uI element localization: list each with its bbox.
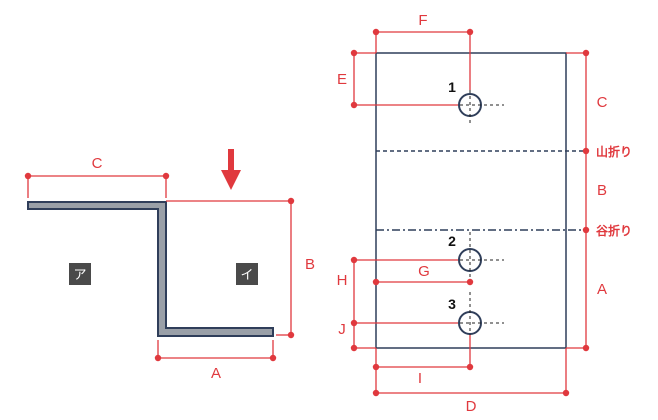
dim-label-g: G (418, 263, 430, 280)
dimension-i: I (372, 335, 474, 393)
dimension-b-left: B (166, 197, 315, 339)
hole-label-1: 1 (448, 79, 456, 95)
dimension-d: D (372, 348, 570, 415)
z-section-profile (27, 201, 274, 337)
dimension-right-chain: C B A 山折り 谷折り (566, 49, 632, 352)
tag-a-region: ア (69, 263, 91, 285)
z-section-view: C B A ア (24, 149, 315, 382)
dimension-e: E (337, 49, 458, 109)
dim-label-a: A (211, 365, 221, 382)
dim-label-e: E (337, 71, 347, 88)
mountain-fold-label: 山折り (596, 144, 632, 159)
hole-2: 2 (436, 232, 504, 279)
hole-3: 3 (436, 292, 504, 342)
dimension-c-left: C (24, 155, 170, 198)
dimension-a-left: A (154, 340, 277, 382)
dim-label-c: C (92, 155, 103, 172)
dimension-f: F (372, 12, 474, 90)
dim-label-c-right: C (597, 94, 608, 111)
down-arrow-icon (221, 149, 241, 190)
hole-label-3: 3 (448, 296, 456, 312)
plate-outline (375, 52, 567, 349)
dim-label-j: J (338, 321, 346, 338)
dim-label-h: H (337, 272, 348, 289)
dim-label-i: I (418, 370, 422, 387)
tag-label-left: ア (73, 268, 86, 283)
valley-fold-label: 谷折り (596, 223, 632, 238)
dim-label-b-right: B (597, 182, 607, 199)
tag-label-right: イ (240, 268, 253, 283)
hole-label-2: 2 (448, 233, 456, 249)
flat-plate-view: 1 2 3 F E (337, 12, 632, 415)
dimension-g: G (372, 263, 474, 286)
dimension-h-j: H J (337, 256, 458, 352)
tag-i-region: イ (236, 263, 258, 285)
dim-label-b: B (305, 256, 315, 273)
dim-label-d: D (466, 398, 477, 415)
dim-label-a-right: A (597, 281, 607, 298)
dim-label-f: F (418, 12, 427, 29)
